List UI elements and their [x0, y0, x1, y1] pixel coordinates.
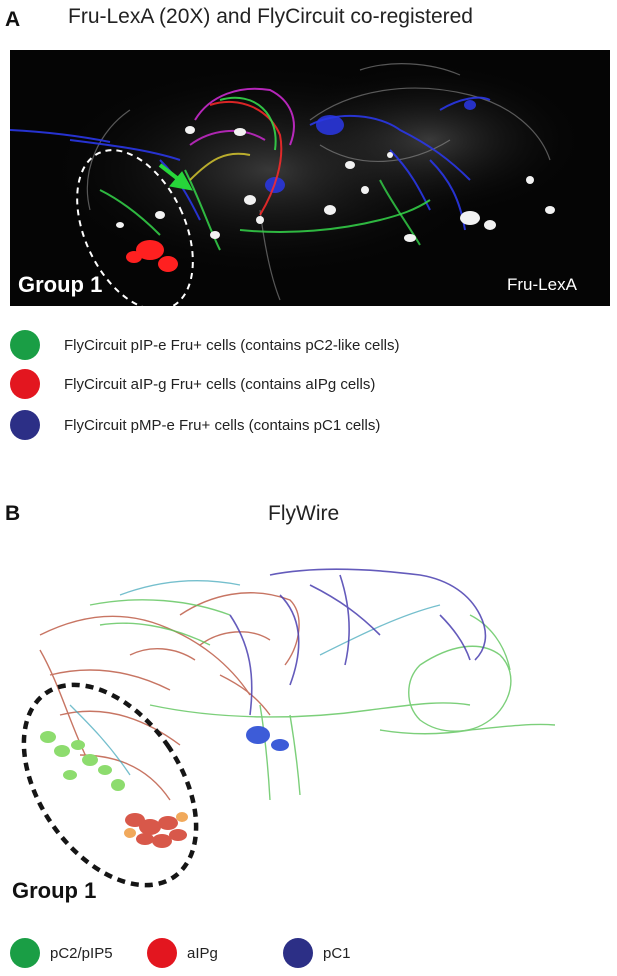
- panel-a-corner-label: Fru-LexA: [507, 275, 577, 294]
- flywire-reconstruction-drawing: [21, 568, 556, 888]
- red-dot-icon: [147, 938, 177, 968]
- legend-label: FlyCircuit pMP-e Fru+ cells (contains pC…: [64, 416, 381, 434]
- panel-b-title: FlyWire: [268, 502, 340, 525]
- blue-dot-icon: [283, 938, 313, 968]
- legend-item-pmp-e: FlyCircuit pMP-e Fru+ cells (contains pC…: [10, 410, 380, 440]
- legend-label: FlyCircuit pIP-e Fru+ cells (contains pC…: [64, 336, 400, 354]
- green-dot-icon: [10, 938, 40, 968]
- panel-b-letter: B: [5, 502, 21, 525]
- legend-item-pip-e: FlyCircuit pIP-e Fru+ cells (contains pC…: [10, 330, 400, 360]
- panel-b-group-label: Group 1: [12, 878, 97, 903]
- blue-dot-icon: [10, 410, 40, 440]
- legend-item-aipg: aIPg: [147, 938, 218, 968]
- panel-a-letter: A: [5, 8, 21, 31]
- legend-label: aIPg: [187, 944, 218, 962]
- red-dot-icon: [10, 369, 40, 399]
- panel-a-group-label: Group 1: [18, 272, 103, 297]
- legend-item-pc1: pC1: [283, 938, 351, 968]
- fru-lexa-image-drawing: [10, 60, 590, 306]
- legend-item-aip-g: FlyCircuit aIP-g Fru+ cells (contains aI…: [10, 369, 375, 399]
- panel-a-title: Fru-LexA (20X) and FlyCircuit co-registe…: [68, 5, 473, 28]
- green-dot-icon: [10, 330, 40, 360]
- legend-label: pC1: [323, 944, 351, 962]
- flywire-reconstruction: [0, 555, 617, 900]
- fru-lexa-image: Group 1 Fru-LexA: [10, 50, 610, 306]
- legend-label: FlyCircuit aIP-g Fru+ cells (contains aI…: [64, 375, 376, 393]
- legend-item-pc2-pip5: pC2/pIP5: [10, 938, 113, 968]
- legend-label: pC2/pIP5: [50, 944, 113, 962]
